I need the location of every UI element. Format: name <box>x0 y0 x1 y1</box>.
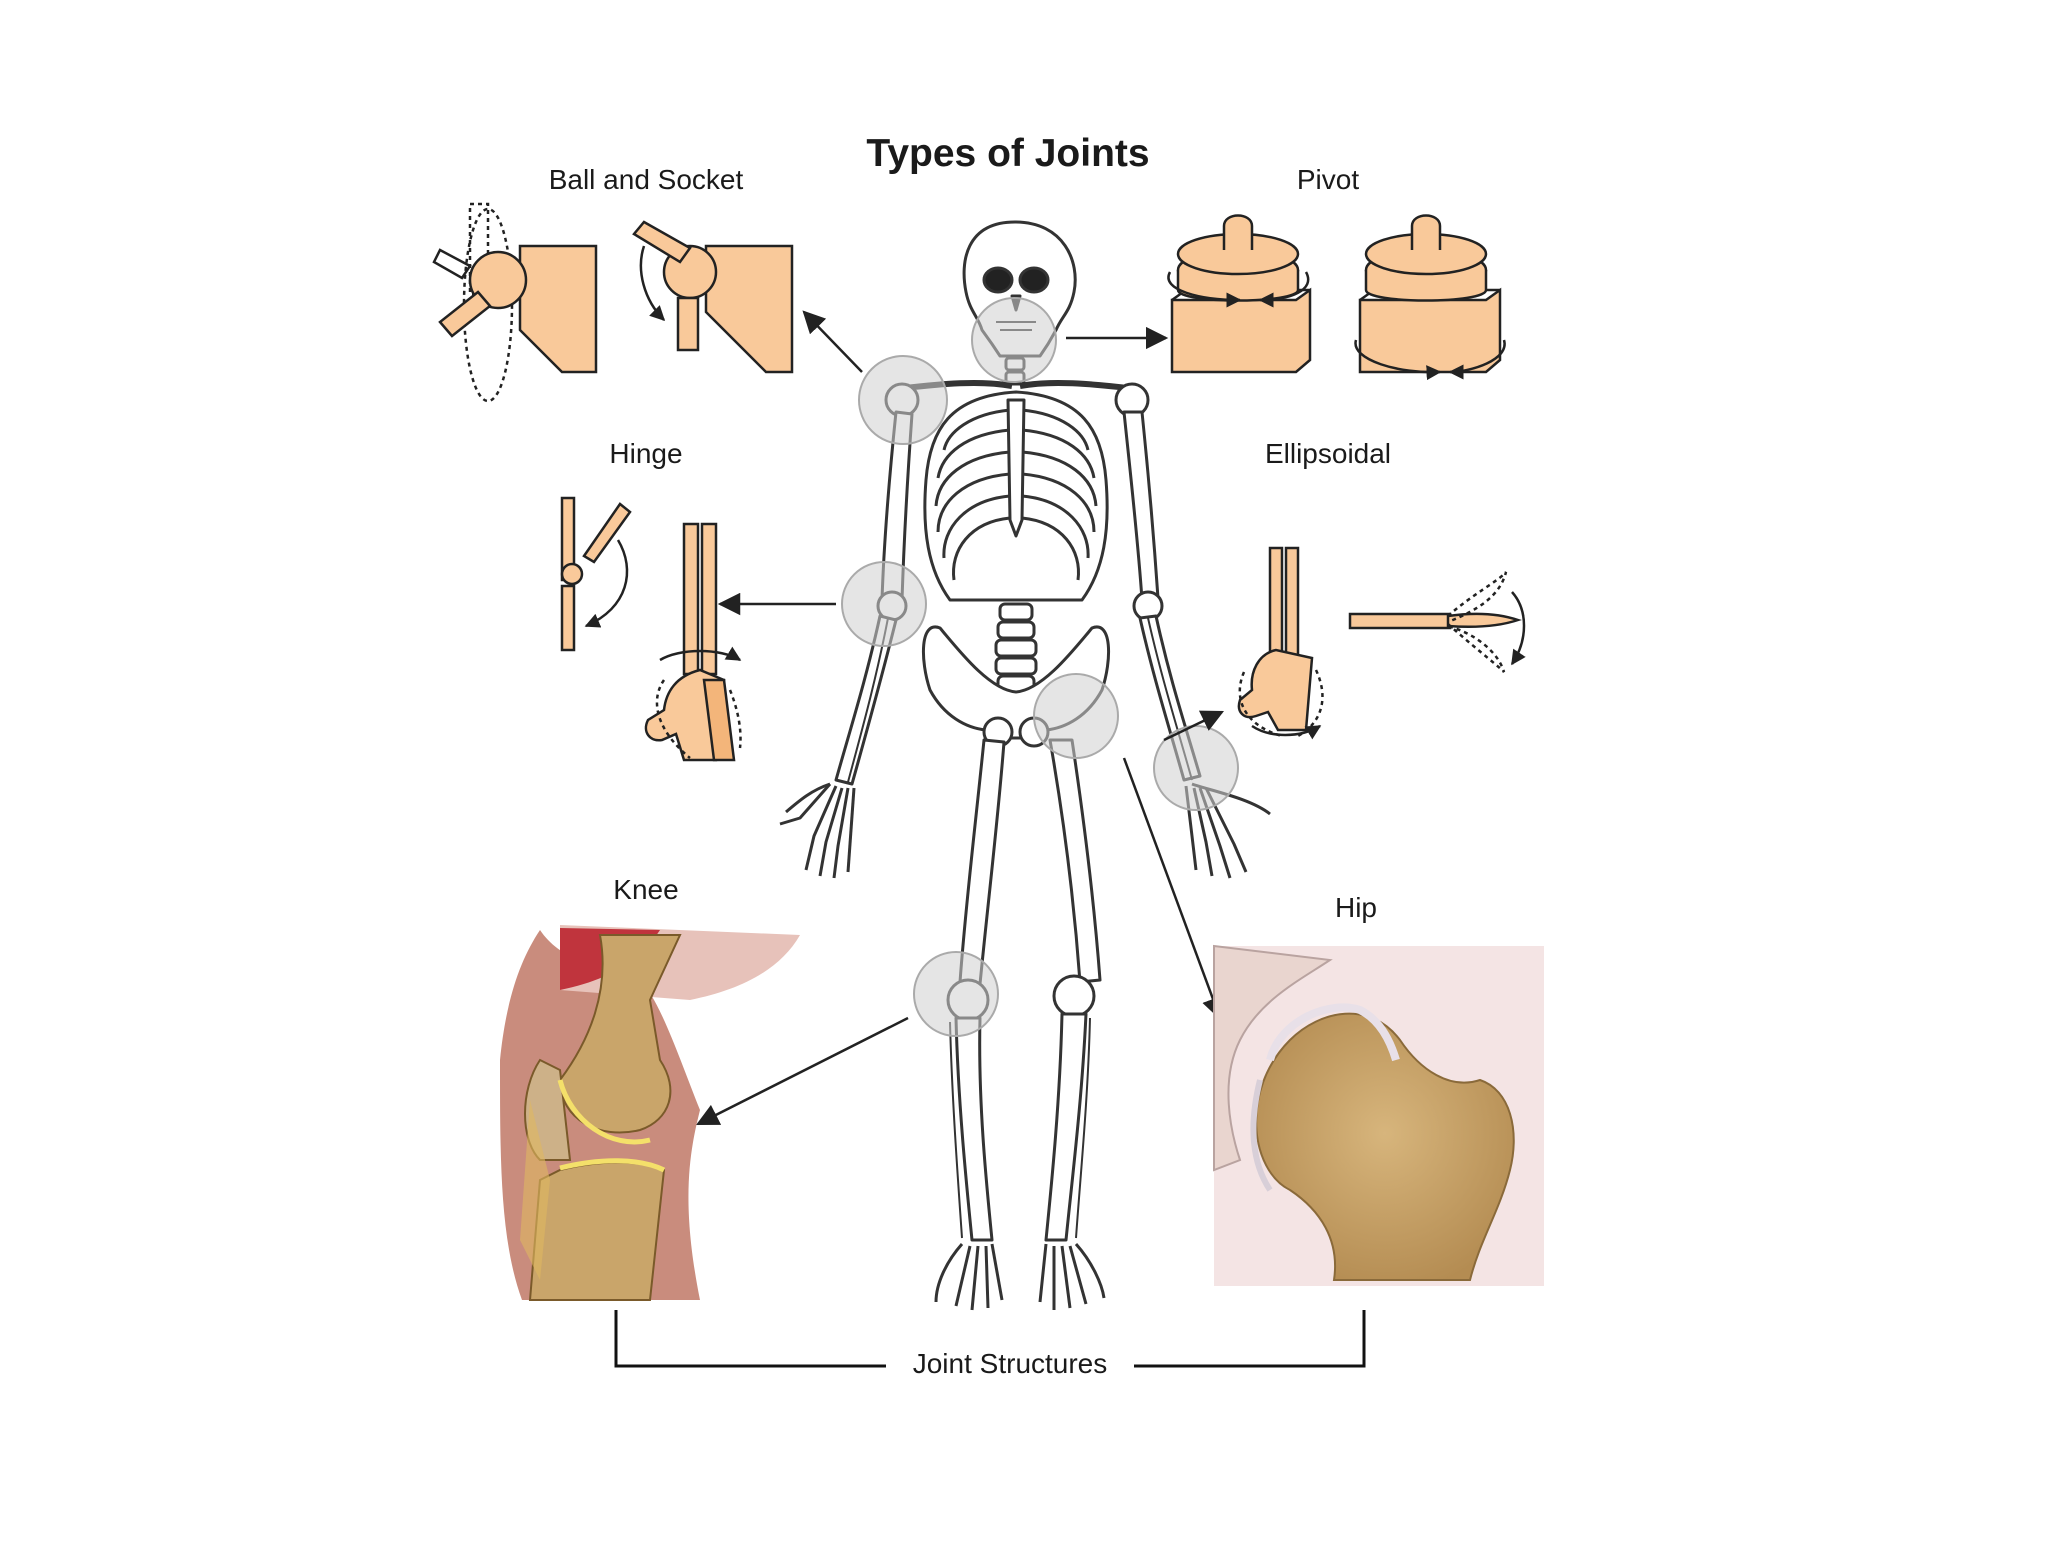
label-joint-structures: Joint Structures <box>912 1348 1108 1379</box>
knee-highlight <box>913 951 999 1037</box>
left-forearm <box>834 614 898 786</box>
joint-structures-bracket <box>614 1310 1366 1368</box>
label-hinge: Hinge <box>609 438 683 469</box>
arrow-to-ball-socket <box>802 310 863 373</box>
right-femur <box>1048 738 1102 984</box>
left-eye-socket <box>982 266 1014 294</box>
label-knee: Knee <box>613 874 679 905</box>
sternum <box>1006 398 1026 538</box>
ball-socket-illustration <box>432 202 794 403</box>
arrow-to-hip <box>1122 757 1224 1021</box>
hip-highlight <box>1033 673 1119 759</box>
left-tibia <box>954 1016 994 1242</box>
label-ball-and-socket: Ball and Socket <box>548 164 744 195</box>
hip-illustration <box>1213 944 1544 1286</box>
right-tibia <box>1044 1012 1088 1242</box>
ellipsoidal-illustration <box>1237 546 1526 740</box>
left-foot <box>934 1243 1004 1311</box>
right-foot <box>1038 1243 1106 1310</box>
right-eye-socket <box>1018 266 1050 294</box>
wrist-highlight <box>1153 725 1239 811</box>
label-ellipsoidal: Ellipsoidal <box>1264 438 1392 469</box>
label-pivot: Pivot <box>1296 164 1360 195</box>
hinge-illustration <box>560 496 742 762</box>
knee-illustration <box>500 925 800 1301</box>
elbow-highlight <box>841 561 927 647</box>
diagram-title: Types of Joints <box>866 132 1150 175</box>
arrow-to-knee <box>695 1016 909 1126</box>
joint-highlights <box>841 297 1239 1037</box>
label-hip: Hip <box>1334 892 1378 923</box>
left-femur <box>958 738 1006 986</box>
arrow-to-ellipsoidal <box>1163 710 1225 742</box>
right-clavicle <box>1019 379 1129 391</box>
pointer-arrows <box>695 310 1225 1126</box>
lumbar-spine <box>994 602 1038 694</box>
right-humerus <box>1122 410 1160 602</box>
pivot-illustration <box>1167 214 1506 381</box>
shoulder-highlight <box>858 355 948 445</box>
left-hand <box>779 782 856 879</box>
neck-highlight <box>971 297 1057 383</box>
